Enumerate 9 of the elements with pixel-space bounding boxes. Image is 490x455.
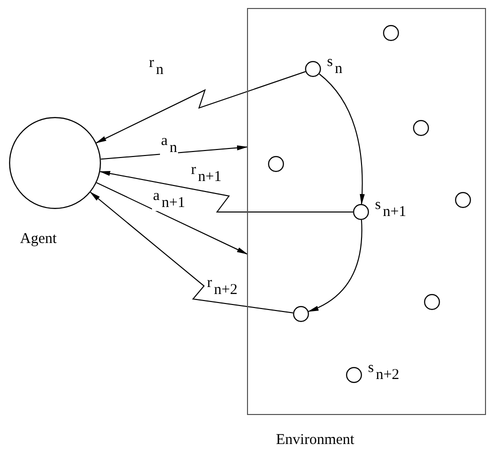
node-label: Environment — [276, 433, 354, 448]
arrow — [100, 145, 248, 160]
arrow — [96, 182, 248, 254]
arrow — [90, 192, 294, 314]
arrow — [95, 71, 306, 144]
arrow — [99, 170, 354, 212]
node-label: Agent — [20, 232, 57, 247]
arrow — [308, 219, 362, 312]
arrow — [318, 73, 365, 206]
